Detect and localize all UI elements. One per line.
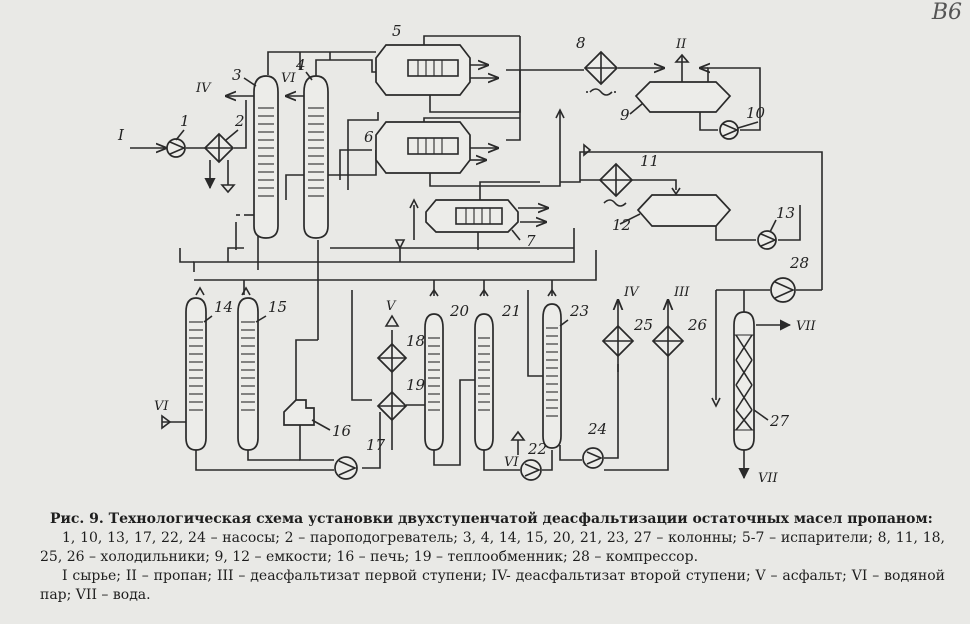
label-12: 12 [612, 216, 631, 234]
column-20 [424, 313, 444, 451]
column-23 [542, 303, 562, 449]
pump-13 [757, 230, 778, 250]
column-15 [237, 297, 259, 451]
furnace-16 [283, 399, 315, 426]
label-21: 21 [501, 302, 521, 320]
pump-22 [520, 459, 542, 481]
heat-exchanger-19 [376, 390, 408, 422]
label-8: 8 [576, 34, 586, 52]
stream-label-VI-top: VI [281, 71, 296, 86]
label-7: 7 [526, 232, 536, 250]
label-9: 9 [620, 106, 630, 124]
compressor-28 [770, 277, 796, 303]
pump-17 [334, 456, 358, 480]
label-16: 16 [332, 422, 352, 440]
label-11: 11 [640, 152, 659, 170]
label-17: 17 [366, 436, 386, 454]
stream-label-VI-left: VI [154, 399, 169, 414]
column-21 [474, 313, 494, 451]
figure-caption: Рис. 9. Технологическая схема установки … [40, 510, 945, 605]
label-14: 14 [214, 298, 233, 316]
label-1: 1 [180, 112, 190, 130]
label-24: 24 [587, 420, 607, 438]
stream-label-III: III [673, 285, 690, 300]
stream-label-V: V [386, 299, 397, 314]
stream-label-I: I [117, 126, 125, 144]
column-4 [303, 75, 329, 239]
evaporator-6 [375, 121, 471, 174]
stream-label-VII-bottom: VII [758, 471, 779, 486]
stream-label-VI-bottom: VI [504, 455, 519, 470]
condenser-25 [601, 324, 635, 358]
label-leaders [175, 71, 777, 431]
evaporator-5 [375, 44, 471, 96]
column-27 [733, 311, 755, 451]
condenser-26 [651, 324, 685, 358]
label-19: 19 [406, 376, 426, 394]
diagram-labels: I II III IV IV V VI VI VI VII VII 1 2 3 … [117, 22, 817, 486]
column-14 [185, 297, 207, 451]
condenser-18 [376, 342, 408, 374]
label-22: 22 [527, 440, 547, 458]
evaporator-7 [425, 199, 519, 233]
label-26: 26 [687, 316, 708, 334]
tank-12 [636, 194, 732, 227]
caption-title: Рис. 9. Технологическая схема установки … [50, 511, 933, 527]
column-3 [253, 75, 279, 239]
caption-streams-legend: I сырье; II – пропан; III – деасфальтиза… [40, 568, 945, 603]
label-28: 28 [789, 254, 809, 272]
label-5: 5 [392, 22, 402, 40]
corner-handwritten-mark: В6 [931, 0, 962, 25]
pump-10 [719, 120, 740, 140]
label-6: 6 [364, 128, 374, 146]
label-3: 3 [232, 66, 242, 84]
label-18: 18 [406, 332, 425, 350]
label-15: 15 [268, 298, 287, 316]
label-23: 23 [569, 302, 589, 320]
condenser-11 [598, 162, 634, 207]
stream-label-IV-top: IV [195, 81, 212, 96]
stream-label-II: II [675, 37, 687, 52]
stream-label-VII-out: VII [796, 319, 817, 334]
label-4: 4 [295, 56, 306, 74]
label-20: 20 [449, 302, 470, 320]
process-flow-diagram: I II III IV IV V VI VI VI VII VII 1 2 3 … [117, 22, 823, 486]
label-27: 27 [769, 412, 790, 430]
label-2: 2 [234, 112, 245, 130]
tank-9 [634, 81, 732, 113]
label-13: 13 [776, 204, 795, 222]
stream-label-IV-right: IV [623, 285, 640, 300]
pump-1 [166, 138, 187, 158]
condenser-8 [583, 50, 619, 96]
label-10: 10 [746, 104, 766, 122]
pump-24 [582, 447, 604, 469]
caption-equipment-legend: 1, 10, 13, 17, 22, 24 – насосы; 2 – паро… [40, 530, 945, 565]
piping [130, 35, 823, 480]
steam-heater-2 [203, 132, 235, 164]
label-25: 25 [633, 316, 653, 334]
